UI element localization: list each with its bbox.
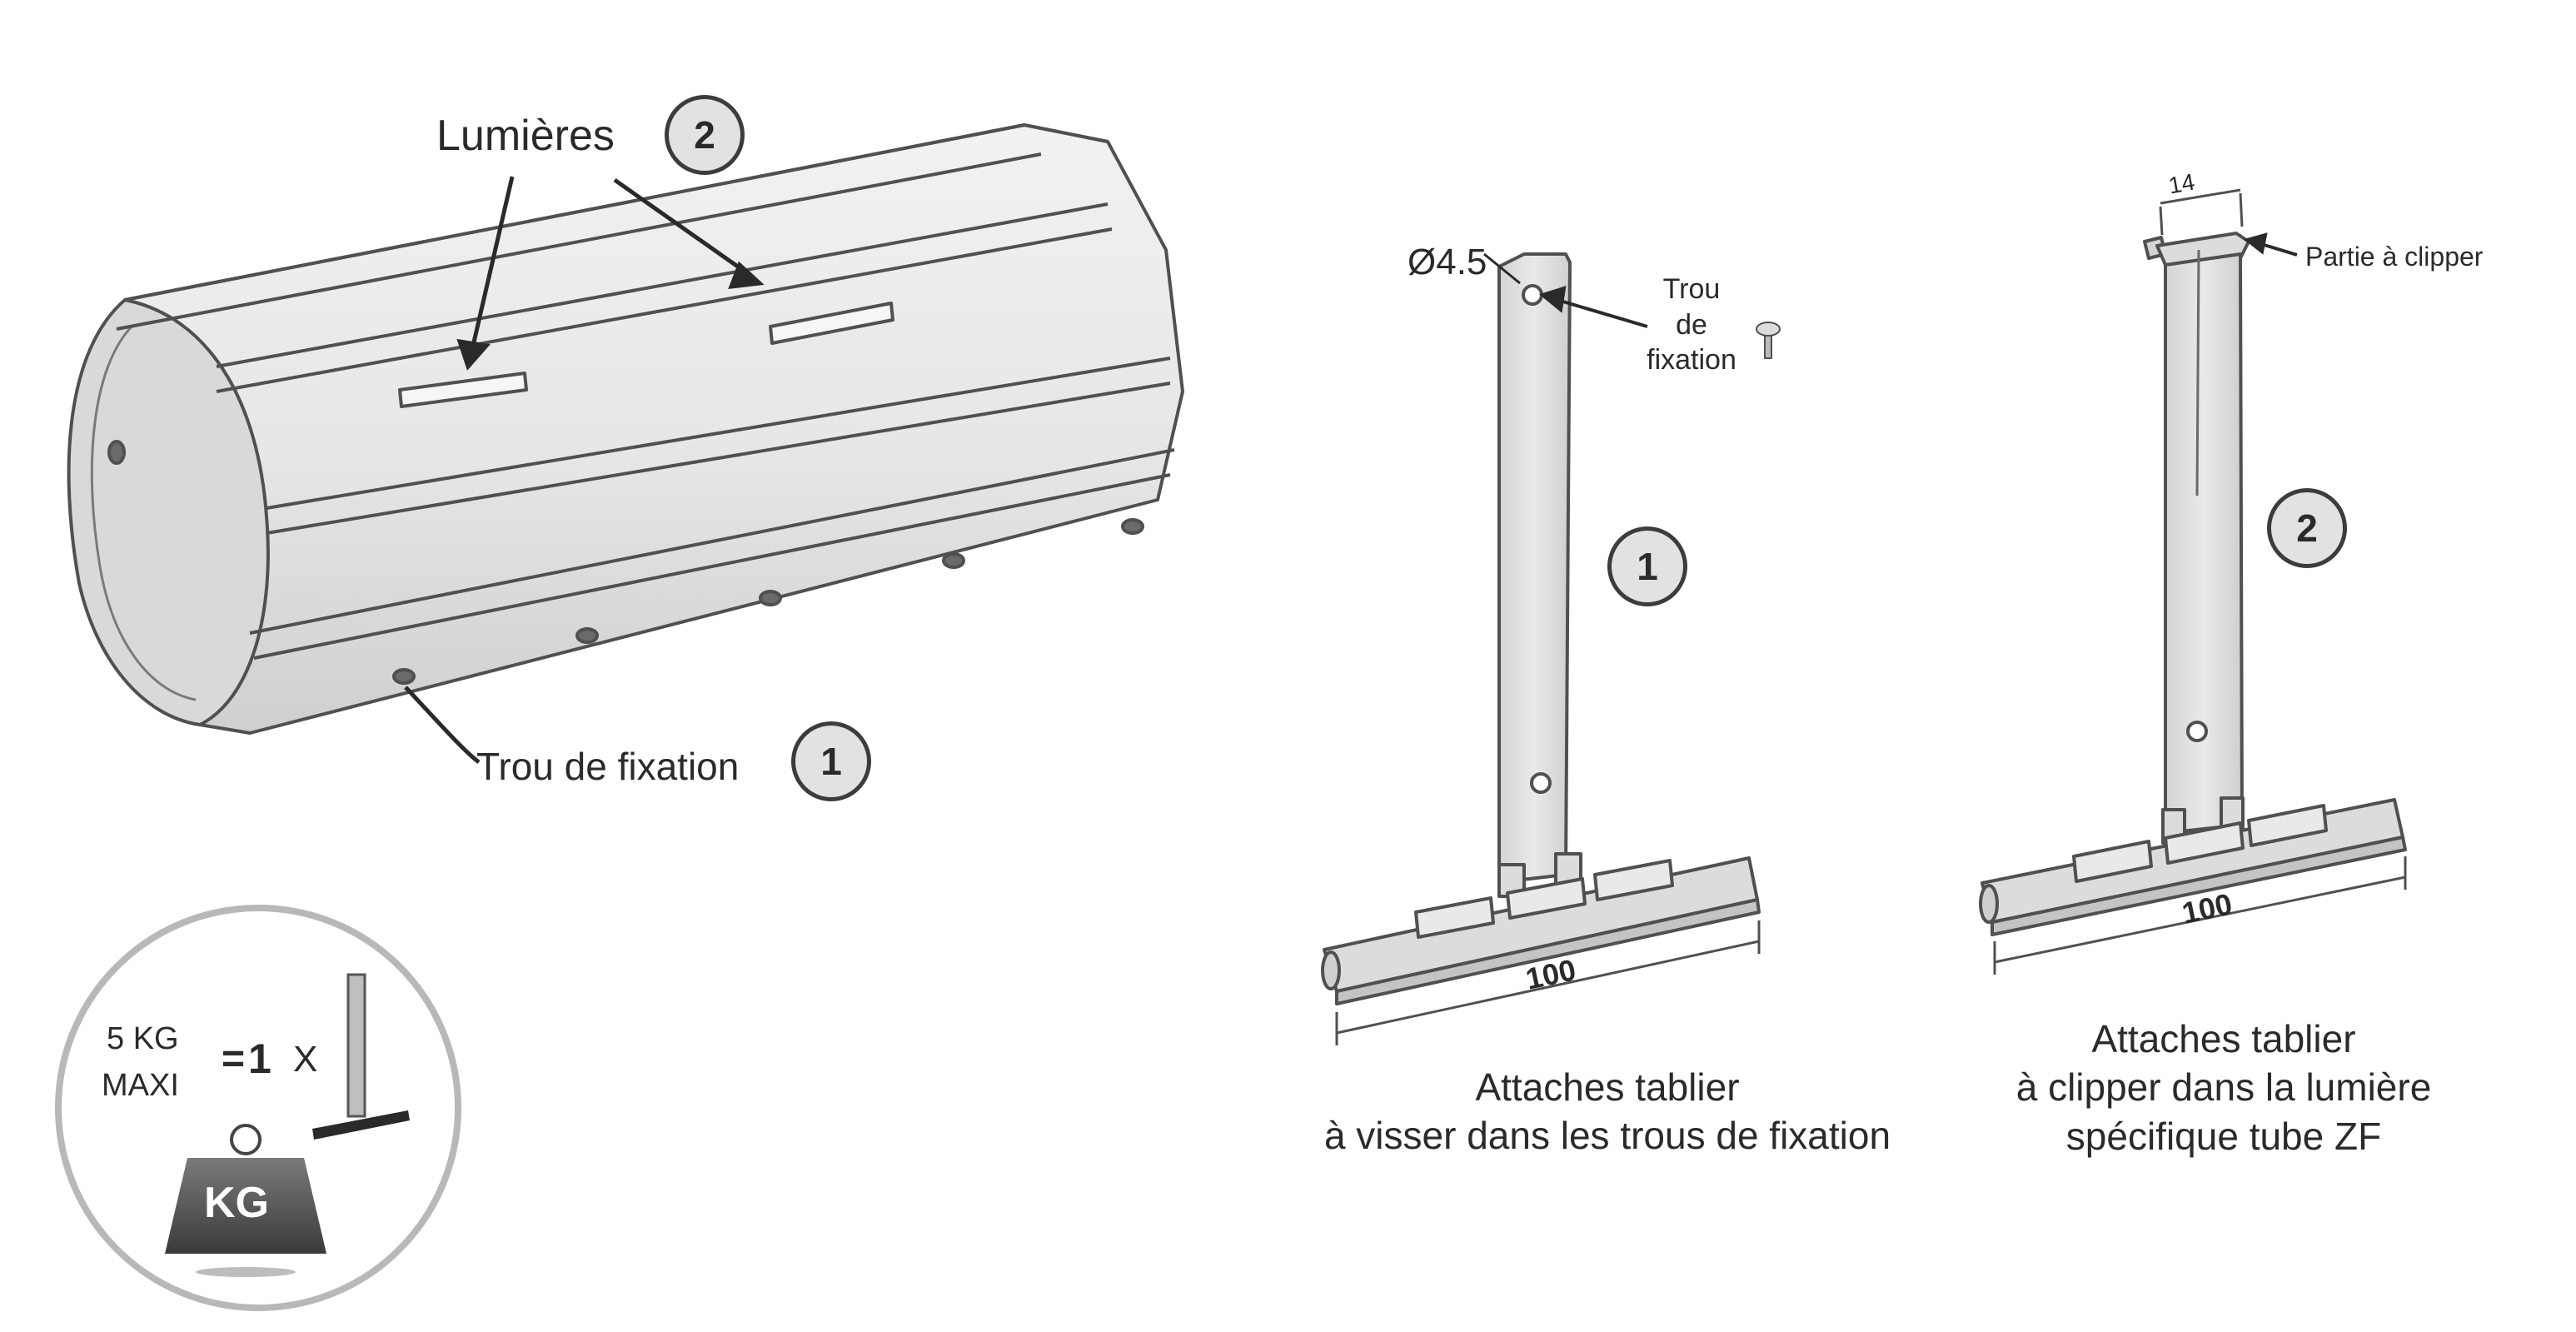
label-partie-a-clipper: Partie à clipper [2305, 242, 2484, 272]
label-lumieres: Lumières [436, 112, 615, 160]
kg-weight-icon: KG [204, 1179, 269, 1227]
caption-vis-line1: Attaches tablier [1475, 1065, 1740, 1109]
label-count: 1 [248, 1035, 272, 1082]
caption-vis-line2: à visser dans les trous de fixation [1323, 1114, 1891, 1158]
attache-clip-drawing [1979, 188, 2407, 975]
label-trou-de-fixation: Trou de fixation [476, 745, 740, 788]
label-trou-line3: fixation [1647, 344, 1736, 376]
label-diameter: Ø4.5 [1408, 242, 1487, 282]
label-weight-kg: 5 KG [107, 1021, 179, 1056]
label-weight-maxi: MAXI [102, 1068, 179, 1103]
label-equals: = [222, 1037, 246, 1081]
caption-attache-vis: Attaches tablier à visser dans les trous… [1191, 1063, 2024, 1160]
badge-trou: 1 [791, 721, 871, 801]
attache-vis-pointers [1483, 252, 1648, 328]
label-trou-line2: de [1676, 309, 1707, 341]
badge-lumieres: 2 [665, 95, 745, 175]
label-trou-line1: Trou [1662, 273, 1721, 305]
label-top-width: 14 [2166, 168, 2197, 199]
badge-attache-clip: 2 [2267, 488, 2347, 568]
caption-clip-line1: Attaches tablier [2091, 1017, 2356, 1060]
caption-clip-line2: à clipper dans la lumière [2015, 1065, 2432, 1110]
attache-vis-drawing [1321, 252, 1781, 1045]
caption-attache-clip: Attaches tablier à clipper dans la lumiè… [1849, 1015, 2576, 1160]
octagonal-tube [67, 123, 1184, 735]
badge-attache-vis: 1 [1607, 526, 1687, 606]
weight-limit-illustration [55, 905, 461, 1311]
caption-clip-line3: spécifique tube ZF [2065, 1114, 2382, 1158]
tube-pointers [404, 176, 765, 764]
label-times: X [293, 1039, 318, 1080]
attache-clip-pointer [2243, 232, 2298, 257]
